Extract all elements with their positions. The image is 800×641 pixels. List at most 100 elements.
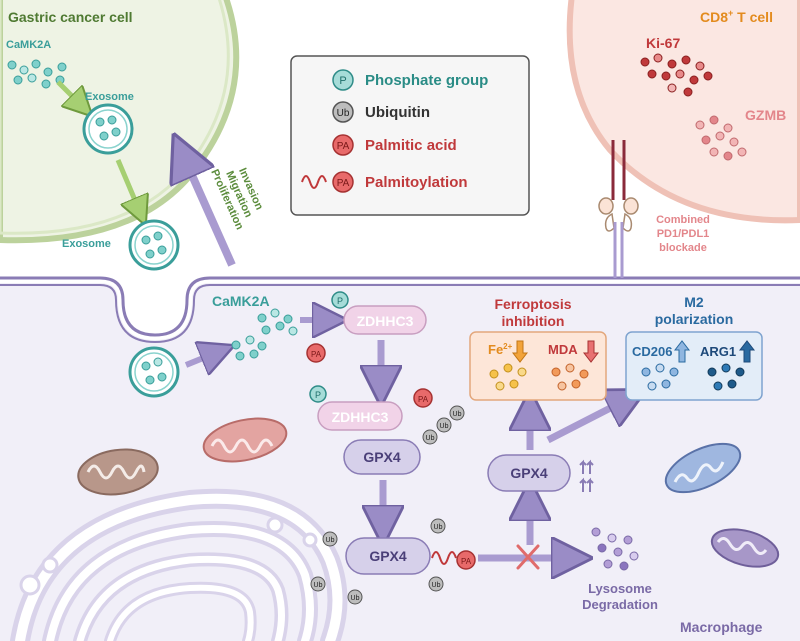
- fe-particles: [489, 363, 527, 391]
- legend-ubiquitin-label: Ubiquitin: [365, 104, 430, 121]
- legend-palmitoylation: PA Palmitoylation: [301, 171, 468, 193]
- fe-label-main: Fe: [488, 342, 503, 357]
- lysosome-particles: [591, 527, 639, 571]
- gpx4-node-1: [343, 439, 421, 475]
- legend-palmitoylation-label: Palmitoylation: [365, 174, 468, 191]
- macrophage-membrane: [0, 276, 800, 337]
- tcell-title: CD8+ T cell: [700, 8, 773, 25]
- legend-palmitic-symbol: PA: [337, 141, 350, 152]
- legend-ubiquitin: Ub Ubiquitin: [332, 101, 430, 123]
- blockade-label-3: blockade: [659, 242, 707, 254]
- mitochondrion-red: [202, 417, 288, 463]
- lysosome-label-2: Degradation: [582, 597, 658, 612]
- gpx4-label-3: GPX4: [510, 465, 548, 481]
- palmitoylation-tail-pa: PA: [461, 557, 472, 566]
- zdhhc3-node-1: [343, 305, 427, 335]
- ub-chain1-1: Ub: [453, 411, 462, 418]
- fe-label-sup: 2+: [503, 342, 512, 351]
- legend-ubiquitin-symbol: Ub: [337, 108, 350, 119]
- cd206-label: CD206: [632, 344, 672, 359]
- ub-scatter-4: Ub: [432, 582, 441, 589]
- exosome-3: [128, 346, 180, 398]
- mitochondrion-blue: [664, 442, 742, 494]
- tcell-title-suffix: T cell: [733, 9, 773, 25]
- legend-palmitoylation-symbol: PA: [337, 178, 350, 189]
- blocked-cross: [516, 544, 540, 570]
- legend-palmitic-acid: PA Palmitic acid: [332, 134, 457, 156]
- arrow-invasion: [183, 155, 236, 267]
- palmitoylation-tail: PA: [431, 550, 476, 570]
- cd8-t-cell: [566, 0, 800, 224]
- camk2a-particles-mid-left: [231, 335, 267, 361]
- ferroptosis-label-1: Ferroptosis: [494, 296, 571, 312]
- macrophage-membrane-inner: [0, 284, 800, 344]
- legend-phosphate: P Phosphate group: [332, 69, 488, 91]
- legend-phosphate-label: Phosphate group: [365, 72, 488, 89]
- ubiquitin-chain-1: Ub Ub Ub: [422, 405, 465, 445]
- gpx4-node-2: [345, 537, 431, 575]
- palmitic-acid-badge-2: PA: [413, 388, 433, 408]
- legend-palmitic-label: Palmitic acid: [365, 137, 457, 154]
- pd1-receptor: [598, 140, 639, 215]
- process-labels: Invasion Migration Proliferation: [208, 166, 265, 232]
- ub-scatter-3: Ub: [314, 582, 323, 589]
- gzmb-particles: [695, 115, 747, 161]
- zdhhc3-label-2: ZDHHC3: [332, 409, 389, 425]
- gpx4-label-2: GPX4: [369, 548, 407, 564]
- pdl1-receptor: [604, 212, 633, 278]
- phosphate-badge-2: P: [309, 385, 327, 403]
- ub-chain1-3: Ub: [426, 435, 435, 442]
- exosome-label-1: Exosome: [85, 91, 134, 103]
- camk2a-mid-label: CaMK2A: [212, 293, 270, 309]
- ub-scatter-5: Ub: [351, 595, 360, 602]
- gpx4-label-1: GPX4: [363, 449, 401, 465]
- mda-label: MDA: [548, 342, 578, 357]
- zdhhc3-node-2: [317, 401, 403, 431]
- cd206-particles: [641, 363, 679, 391]
- palmitic-acid-badge-1: PA: [306, 343, 326, 363]
- gzmb-label: GZMB: [745, 107, 786, 123]
- macrophage-title: Macrophage: [680, 619, 763, 635]
- arg1-particles: [707, 363, 745, 391]
- fe-label: Fe2+: [488, 342, 513, 357]
- arrow-to-m2: [546, 399, 628, 444]
- exosome-2: [128, 219, 180, 271]
- phosphate-badge-1: P: [331, 291, 349, 309]
- blockade-label-2: PD1/PDL1: [657, 228, 710, 240]
- arg1-up-arrow: [738, 340, 756, 363]
- gpx4-increase-arrows: [579, 459, 594, 492]
- golgi-apparatus: [10, 488, 348, 641]
- tcell-title-sup: +: [728, 8, 733, 18]
- ki67-label: Ki-67: [646, 35, 680, 51]
- lysosome-label-1: Lysosome: [588, 581, 652, 596]
- ki67-particles: [640, 53, 713, 97]
- ub-scatter-1: Ub: [326, 537, 335, 544]
- camk2a-particles-mid: [257, 308, 298, 336]
- cd206-up-arrow: [673, 340, 691, 363]
- phosphate-badge-2-text: P: [315, 390, 321, 400]
- exosome-1: [82, 103, 134, 155]
- m2-box: [625, 331, 763, 401]
- tcell-title-main: CD8: [700, 9, 728, 25]
- exosome-label-2: Exosome: [62, 238, 111, 250]
- mitochondrion-brown: [77, 448, 159, 496]
- gpx4-node-3: [487, 454, 571, 492]
- blockade-label-1: Combined: [656, 214, 710, 226]
- mda-down-arrow: [582, 340, 600, 363]
- ub-chain1-2: Ub: [440, 423, 449, 430]
- camk2a-top-label: CaMK2A: [6, 39, 51, 51]
- palmitic-acid-badge-1-text: PA: [311, 350, 322, 359]
- arrow-to-exosome-2: [115, 159, 140, 212]
- ferroptosis-label-2: inhibition: [502, 313, 565, 329]
- ubiquitin-scatter: Ub Ub Ub Ub Ub: [310, 518, 446, 605]
- m2-label-2: polarization: [655, 311, 734, 327]
- mitochondrion-purple: [710, 528, 780, 568]
- m2-label-1: M2: [684, 294, 704, 310]
- zdhhc3-label-1: ZDHHC3: [357, 313, 414, 329]
- arrow-to-exosome-1: [56, 80, 82, 106]
- arrow-exosome-release: [184, 352, 218, 365]
- palmitic-acid-badge-2-text: PA: [418, 395, 429, 404]
- mda-particles: [551, 363, 589, 391]
